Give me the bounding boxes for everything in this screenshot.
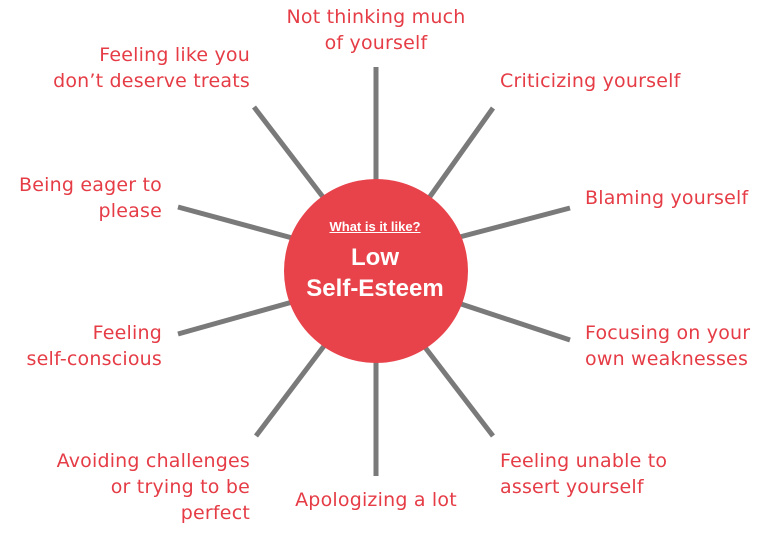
spoke-left-upper xyxy=(177,204,297,242)
label-top-left: Feeling like you don’t deserve treats xyxy=(53,44,250,92)
spoke-left-lower xyxy=(177,298,297,337)
spoke-bottom-right xyxy=(422,344,495,438)
hub-circle xyxy=(284,179,468,363)
hub-question: What is it like? xyxy=(329,219,421,234)
label-top-right: Criticizing yourself xyxy=(500,70,681,92)
label-bottom-right: Feeling unable to assert yourself xyxy=(500,450,668,498)
hub-title-line1: Low xyxy=(351,244,399,271)
spoke-right-upper xyxy=(451,205,571,242)
spoke-bottom-left xyxy=(254,344,326,438)
label-bottom-left: Avoiding challenges or trying to be perf… xyxy=(56,450,250,524)
spoke-top-right xyxy=(421,106,496,207)
spoke-top-left xyxy=(252,105,328,203)
spoke-right-lower xyxy=(451,298,571,343)
spokes xyxy=(177,67,571,476)
label-right-lower: Focusing on your own weaknesses xyxy=(585,322,751,370)
label-left-lower: Feeling self-conscious xyxy=(26,322,162,370)
hub-title-line2: Self-Esteem xyxy=(306,275,444,302)
hub-text: What is it like? Low Self-Esteem xyxy=(282,218,468,304)
label-left-upper: Being eager to please xyxy=(19,174,162,222)
label-bottom: Apologizing a lot xyxy=(295,489,457,511)
label-right-upper: Blaming yourself xyxy=(585,187,749,209)
label-top: Not thinking much of yourself xyxy=(286,6,466,54)
